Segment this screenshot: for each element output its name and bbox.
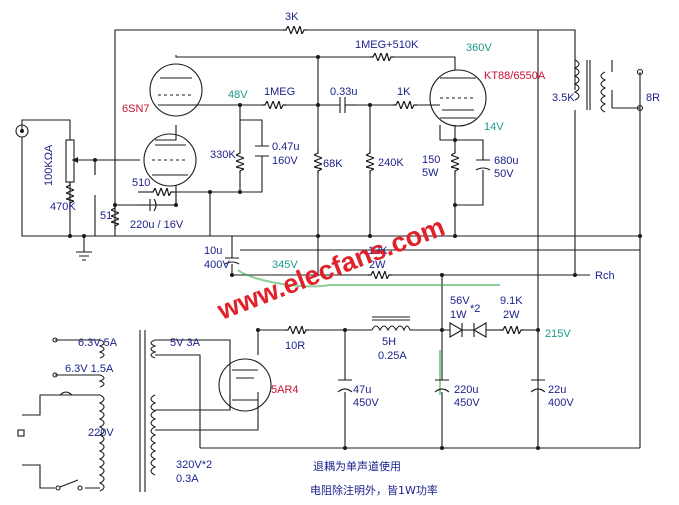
resistor-68k	[314, 150, 322, 174]
label-r-330k: 330K	[210, 149, 236, 161]
power-transformer	[52, 330, 157, 492]
label-tube-kt88: KT88/6550A	[484, 70, 546, 82]
resistor-9-1k	[500, 326, 524, 334]
zener-diodes	[449, 322, 487, 338]
label-p-2w-a: 2W	[369, 259, 386, 271]
resistor-510	[150, 188, 174, 196]
cap-680u	[475, 159, 491, 172]
label-c-680: 680u	[494, 155, 518, 167]
resistor-12k	[368, 271, 392, 279]
label-tube-5ar4: 5AR4	[271, 384, 299, 396]
label-r-240k: 240K	[378, 157, 404, 169]
label-tube-6sn7: 6SN7	[122, 103, 150, 115]
label-r-510: 510	[132, 177, 150, 189]
resistor-10r	[285, 326, 309, 334]
label-z-56v: 56V	[450, 295, 470, 307]
label-tap-5v3a: 5V 3A	[170, 337, 201, 349]
label-tap-63-5a: 6.3V 5A	[78, 337, 118, 349]
components	[17, 26, 644, 492]
label-l-5h: 5H	[382, 336, 396, 348]
label-r-1meg: 1MEG	[264, 86, 295, 98]
resistor-150	[451, 150, 459, 174]
tube-kt88	[429, 69, 487, 127]
tube-6sn7-lower	[143, 133, 197, 187]
resistor-240k	[366, 150, 374, 174]
labels: 3K 1MEG+510K 360V 6SN7 48V 1MEG 0.33u 1K…	[43, 11, 660, 497]
cap-22u	[530, 379, 546, 393]
label-r-3k: 3K	[285, 11, 299, 23]
power-switch	[17, 391, 83, 491]
watermark: www.elecfans.com	[212, 211, 448, 326]
label-l-025a: 0.25A	[378, 350, 407, 362]
label-v-360: 360V	[466, 42, 492, 54]
green-ghost-lines	[237, 269, 500, 395]
label-v-160: 160V	[272, 155, 298, 167]
label-c-47u: 47u	[353, 384, 371, 396]
label-v-345: 345V	[272, 259, 298, 271]
cap-47u	[337, 379, 353, 393]
label-r-470k: 470K	[50, 201, 76, 213]
label-p-1w: 1W	[450, 309, 467, 321]
label-p-2w-b: 2W	[503, 309, 520, 321]
label-v-450a: 450V	[353, 397, 379, 409]
label-c-220-16: 220u / 16V	[130, 219, 184, 231]
label-v-400b: 400V	[548, 397, 574, 409]
tube-6sn7-upper	[149, 63, 203, 117]
resistor-3k	[283, 26, 307, 34]
resistor-1k	[393, 101, 417, 109]
label-tap-63-15a: 6.3V 1.5A	[65, 363, 114, 375]
label-z-3-5k: 3.5K	[552, 92, 575, 104]
label-c-220u: 220u	[454, 384, 478, 396]
label-c-047: 0.47u	[272, 141, 300, 153]
label-z-8r: 8R	[646, 92, 660, 104]
label-r-1k: 1K	[397, 86, 411, 98]
label-v-215: 215V	[545, 328, 571, 340]
label-c-033: 0.33u	[330, 86, 358, 98]
label-c-10u: 10u	[204, 245, 222, 257]
label-r-91k: 9.1K	[500, 295, 523, 307]
note-decoupling: 退耦为单声道使用	[313, 459, 401, 473]
label-r-12k: 12K	[368, 245, 388, 257]
cap-0-47u	[255, 145, 269, 157]
label-z-x2: *2	[470, 303, 480, 315]
note-resistor-power: 电阻除注明外，皆1W功率	[310, 483, 438, 497]
label-sec-03a: 0.3A	[176, 473, 199, 485]
label-p-5w: 5W	[422, 167, 439, 179]
label-v-450b: 450V	[454, 397, 480, 409]
output-transformer	[573, 59, 644, 113]
label-v-14: 14V	[484, 121, 504, 133]
label-v-48: 48V	[228, 89, 248, 101]
label-r-150: 150	[422, 154, 440, 166]
label-v-400a: 400V	[204, 259, 230, 271]
label-rch: Rch	[595, 270, 615, 282]
tube-5ar4	[218, 358, 272, 412]
resistor-1meg510k	[370, 53, 394, 61]
cap-220u-16v	[149, 198, 162, 212]
label-v-50: 50V	[494, 168, 514, 180]
choke-5h	[371, 316, 411, 332]
label-r-1meg510k: 1MEG+510K	[355, 39, 419, 51]
cap-220u	[434, 379, 450, 393]
label-r-68k: 68K	[323, 158, 343, 170]
label-pot-100k: 100KΩA	[43, 144, 55, 186]
label-v-220-in: 220V	[88, 427, 114, 439]
cap-0-33u	[339, 97, 356, 113]
label-r-51: 51	[100, 210, 112, 222]
resistor-330k	[236, 150, 244, 174]
cap-10u	[224, 257, 240, 265]
label-c-22u: 22u	[548, 384, 566, 396]
junction-dots	[68, 55, 642, 450]
label-r-10r: 10R	[285, 340, 305, 352]
volume-potentiometer	[65, 139, 78, 183]
label-sec-320: 320V*2	[176, 459, 212, 471]
resistor-1meg	[262, 101, 286, 109]
